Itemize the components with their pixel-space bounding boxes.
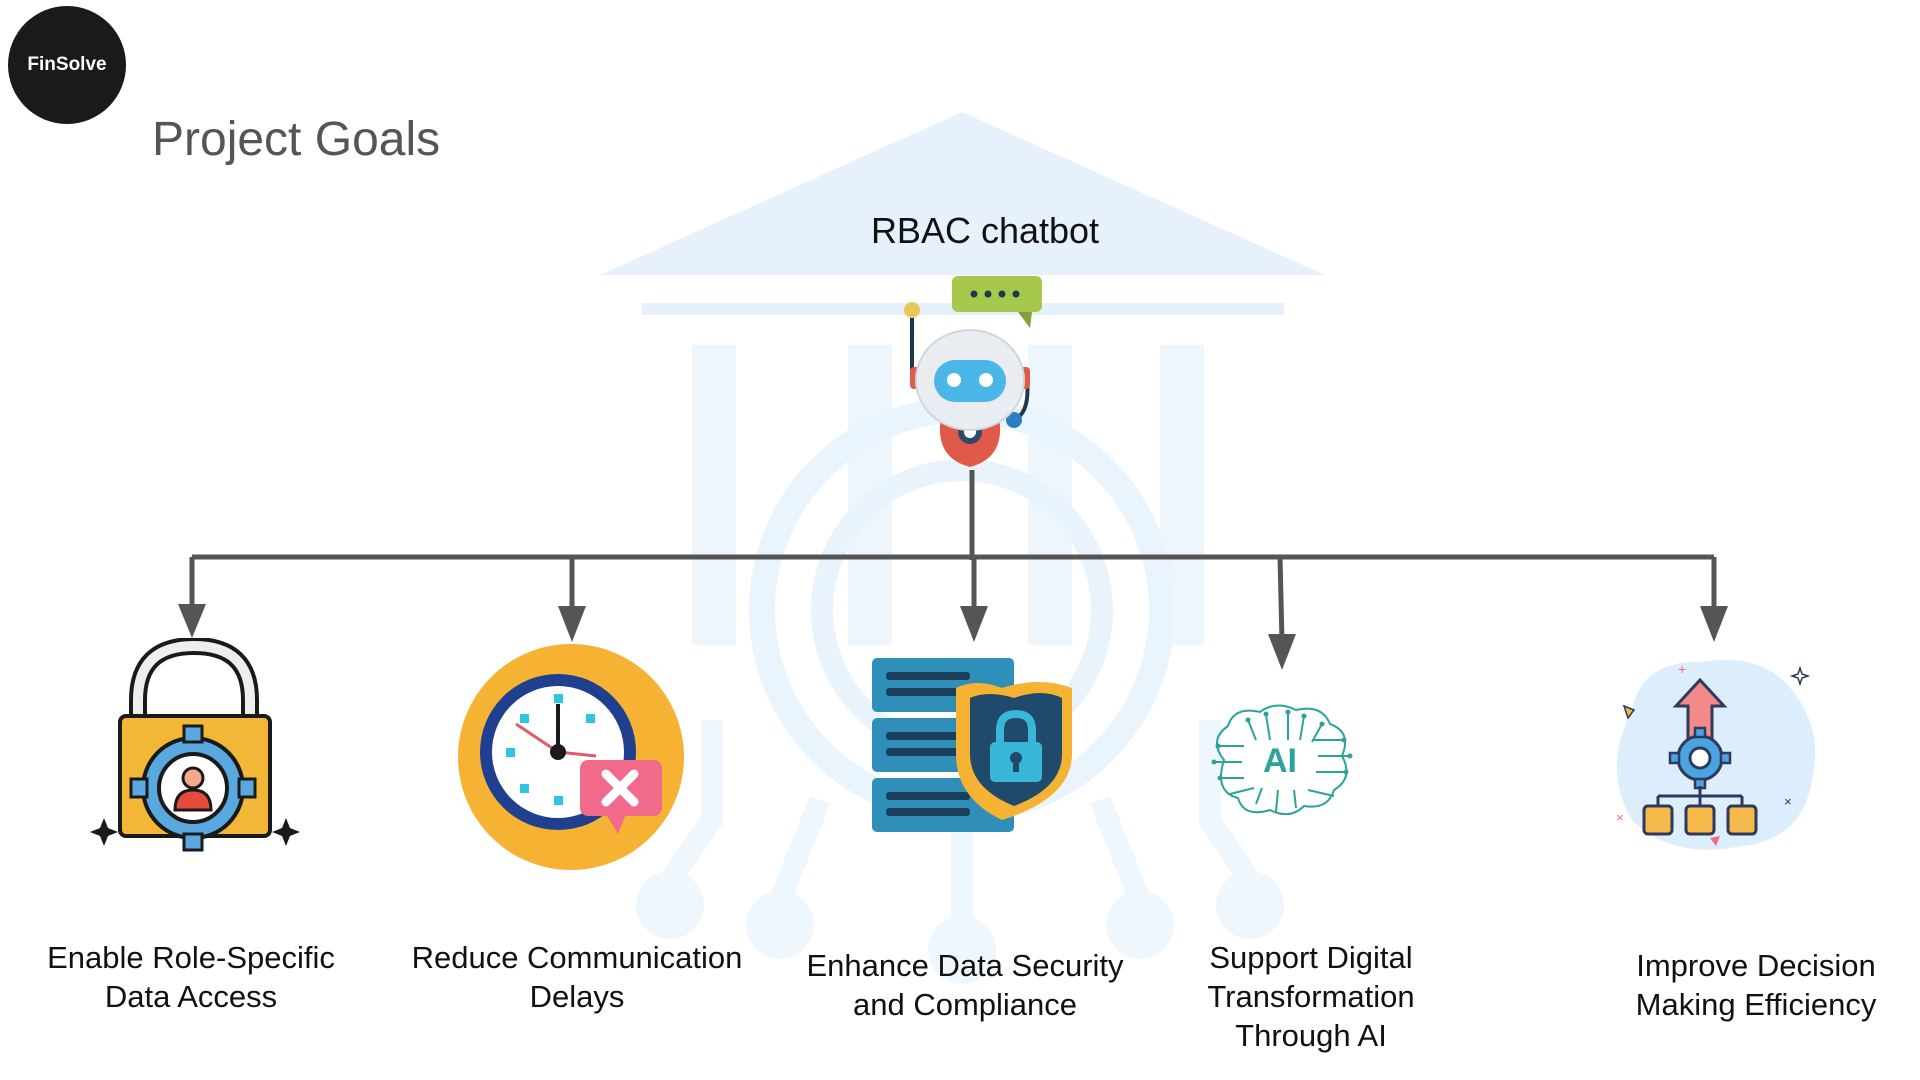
robot-icon xyxy=(904,276,1042,467)
arrowhead xyxy=(1700,606,1728,642)
decision-tree-gear-icon: + × × xyxy=(1616,659,1816,850)
finsolve-logo: FinSolve xyxy=(8,6,126,124)
goal-label-security: Enhance Data Security and Compliance xyxy=(806,948,1124,1022)
padlock-user-gear-icon xyxy=(90,638,300,852)
root-node-label: RBAC chatbot xyxy=(870,210,1100,251)
svg-text:×: × xyxy=(1616,810,1624,825)
arrowhead xyxy=(178,604,206,638)
svg-text:AI: AI xyxy=(1263,742,1297,780)
arrowhead xyxy=(558,606,586,642)
logo-text: FinSolve xyxy=(27,54,107,75)
svg-text:+: + xyxy=(1678,661,1686,677)
ai-brain-circuit-icon: AI xyxy=(1211,704,1353,816)
goal-label-communication: Reduce Communication Delays xyxy=(411,940,743,1014)
page-title: Project Goals xyxy=(152,113,441,166)
arrowhead xyxy=(1268,634,1296,670)
goal-label-ai-transformation: Support Digital Transformation Through A… xyxy=(1207,940,1415,1053)
arrowhead xyxy=(960,606,988,642)
svg-text:×: × xyxy=(1784,794,1792,809)
server-shield-lock-icon xyxy=(872,658,1072,832)
goal-label-role-access: Enable Role-Specific Data Access xyxy=(47,940,335,1014)
goal-label-decision-efficiency: Improve Decision Making Efficiency xyxy=(1635,948,1877,1022)
clock-message-error-icon xyxy=(458,644,684,870)
